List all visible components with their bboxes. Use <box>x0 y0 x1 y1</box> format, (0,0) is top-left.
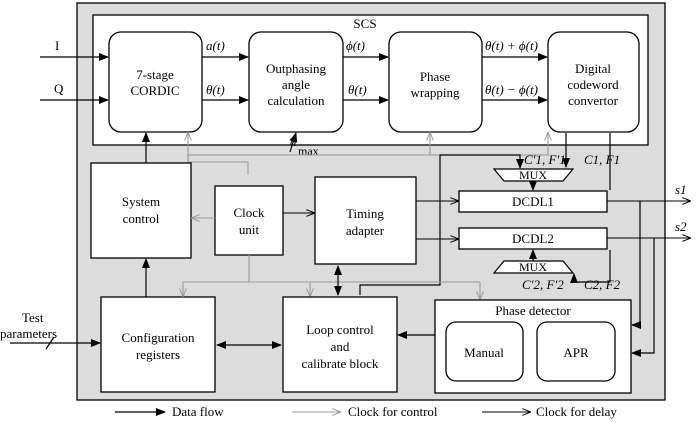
c1pf1p-label: C′1, F′1 <box>524 152 566 167</box>
system-control-label-1: System <box>122 194 160 209</box>
apr-block <box>536 321 616 382</box>
apr-label: APR <box>563 345 589 360</box>
timing-adapter-label-2: adapter <box>346 223 385 238</box>
loop-to-mux1-line <box>359 154 524 295</box>
codeword-to-mux2-line <box>574 133 611 282</box>
cordic-label-2: CORDIC <box>130 83 179 98</box>
legend-clock-control-label: Clock for control <box>348 404 438 419</box>
mux1-label: MUX <box>519 168 547 182</box>
loop-label-1: Loop control <box>306 322 374 337</box>
manual-block <box>445 321 524 382</box>
outphasing-label-1: Outphasing <box>266 61 326 76</box>
amax-arrow <box>289 132 298 153</box>
scs-title: SCS <box>353 16 376 31</box>
legend-clock-delay-label: Clock for delay <box>536 404 617 419</box>
phase-wrapping-label-2: wrapping <box>410 85 460 100</box>
outphasing-label-3: calculation <box>267 93 325 108</box>
c2pf2p-label: C′2, F′2 <box>522 277 564 292</box>
dcdl1-label: DCDL1 <box>512 194 554 209</box>
s1-label: s1 <box>675 182 687 197</box>
phase-wrapping-label-1: Phase <box>420 69 451 84</box>
input-i-label: I <box>55 38 59 53</box>
manual-label: Manual <box>464 345 504 360</box>
codeword-label-3: convertor <box>568 93 618 108</box>
config-label-1: Configuration <box>122 330 195 345</box>
codeword-label-1: Digital <box>575 61 611 76</box>
phase-detector-label: Phase detector <box>495 303 571 318</box>
test-label-2: parameters <box>0 326 57 341</box>
theta-t2-label: θ(t) <box>348 82 367 97</box>
cordic-label-1: 7-stage <box>136 67 174 82</box>
diff-label: θ(t) − ϕ(t) <box>485 82 538 97</box>
cordic-block <box>108 31 203 133</box>
timing-adapter-block <box>314 176 417 265</box>
timing-adapter-label-1: Timing <box>346 206 384 221</box>
sum-label: θ(t) + ϕ(t) <box>485 38 538 53</box>
config-registers-block <box>100 296 216 393</box>
s1-to-detector <box>631 201 641 329</box>
s2-label: s2 <box>675 219 687 234</box>
clock-unit-label-2: unit <box>239 222 260 237</box>
loop-control-block <box>282 296 398 393</box>
phi-t-label: ϕ(t) <box>346 38 365 53</box>
mux2-label: MUX <box>519 260 547 274</box>
loop-label-3: calibrate block <box>302 356 379 371</box>
system-control-label-2: control <box>123 211 160 226</box>
mux1-shape <box>492 168 575 182</box>
system-control-block <box>90 162 192 259</box>
clock-unit-block <box>214 185 284 256</box>
a-t-label: a(t) <box>206 38 225 53</box>
clock-unit-label-1: Clock <box>233 205 265 220</box>
legend-data-flow-label: Data flow <box>172 404 224 419</box>
loop-label-2: and <box>331 339 350 354</box>
theta-t-label: θ(t) <box>206 82 225 97</box>
config-label-2: registers <box>136 347 180 362</box>
amax-label: a <box>290 134 297 149</box>
c2f2-label: C2, F2 <box>584 277 621 292</box>
phase-wrapping-block <box>388 31 483 133</box>
s2-to-detector <box>631 238 655 357</box>
test-label-1: Test <box>22 310 44 325</box>
codeword-label-2: codeword <box>567 77 619 92</box>
c1f1-label: C1, F1 <box>584 152 620 167</box>
input-q-label: Q <box>54 81 64 96</box>
outphasing-block <box>248 31 344 133</box>
clock-to-config-line <box>183 255 250 296</box>
outphasing-label-2: angle <box>282 77 310 92</box>
dcdl2-label: DCDL2 <box>512 231 554 246</box>
codeword-block <box>547 31 640 133</box>
amax-subscript: max <box>298 144 319 158</box>
bus-slash <box>45 336 55 350</box>
